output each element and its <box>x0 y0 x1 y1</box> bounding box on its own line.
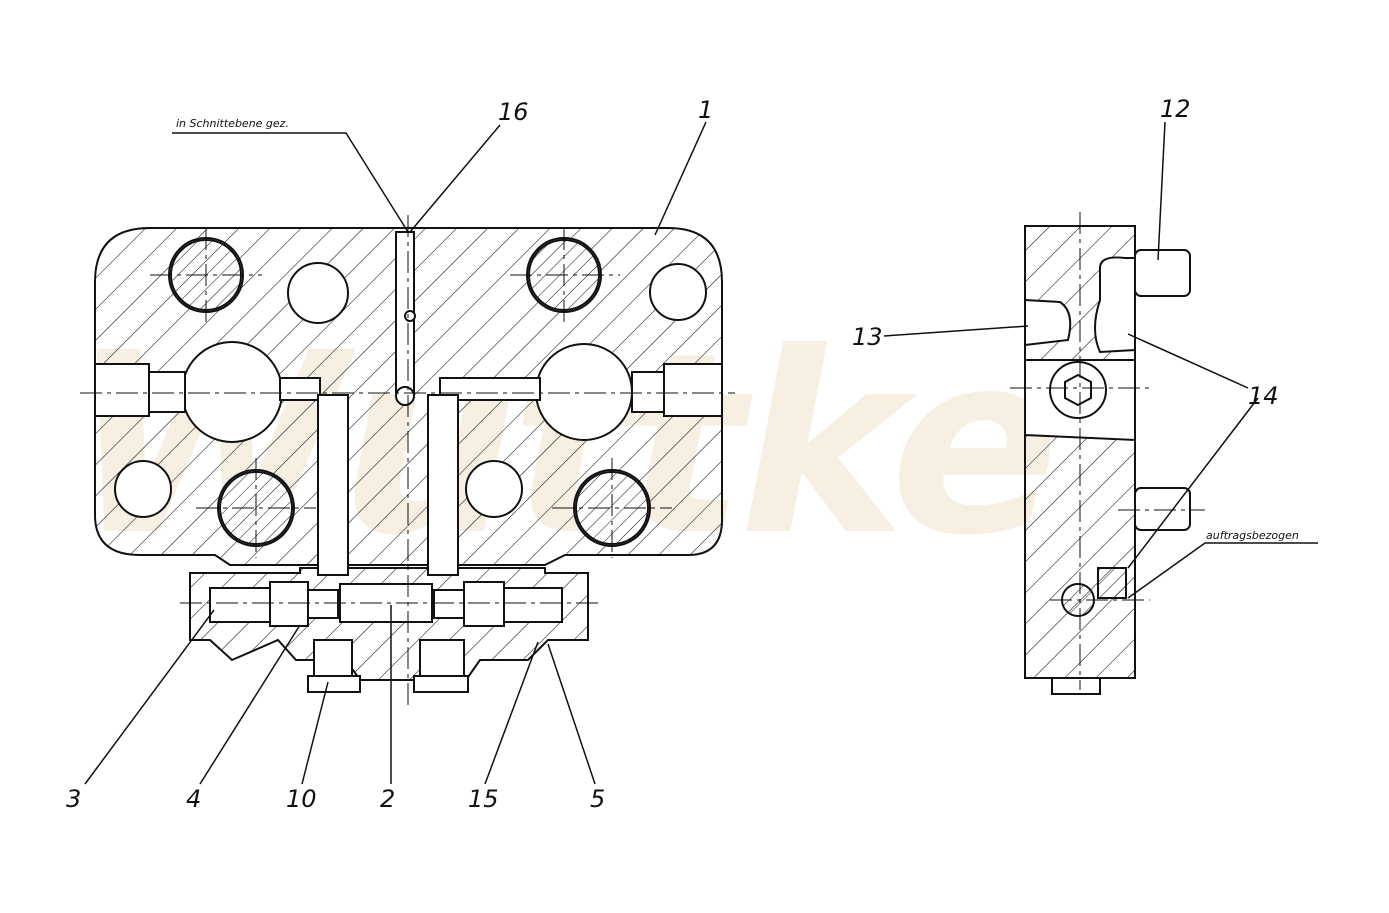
part-label-12: 12 <box>1160 95 1191 123</box>
left-plug <box>94 363 150 417</box>
leader-lines <box>84 121 1318 785</box>
right-plug <box>663 363 723 417</box>
note-section-plane: in Schnittebene gez. <box>176 117 289 130</box>
part-label-13: 13 <box>852 323 883 351</box>
hex-socket <box>1064 373 1092 407</box>
note-order-related: auftragsbezogen <box>1206 529 1299 542</box>
valve-assembly <box>209 581 563 693</box>
front-view <box>80 215 735 710</box>
side-left-cavity <box>1024 298 1072 347</box>
part-label-3: 3 <box>66 785 82 813</box>
part-label-14: 14 <box>1248 382 1279 410</box>
side-view <box>1010 212 1205 695</box>
side-insert <box>1097 567 1127 599</box>
part-label-4: 4 <box>186 785 202 813</box>
part-label-10: 10 <box>286 785 317 813</box>
bolt-top <box>1134 249 1191 297</box>
center-lines <box>80 215 735 710</box>
part-label-2: 2 <box>380 785 396 813</box>
part-label-5: 5 <box>590 785 606 813</box>
part-label-16: 16 <box>498 98 529 126</box>
side-top-cavity <box>1094 256 1136 354</box>
side-lower-plug <box>1051 677 1101 695</box>
part-label-15: 15 <box>468 785 499 813</box>
part-label-1: 1 <box>698 96 714 124</box>
bolt-bottom <box>1134 487 1191 531</box>
